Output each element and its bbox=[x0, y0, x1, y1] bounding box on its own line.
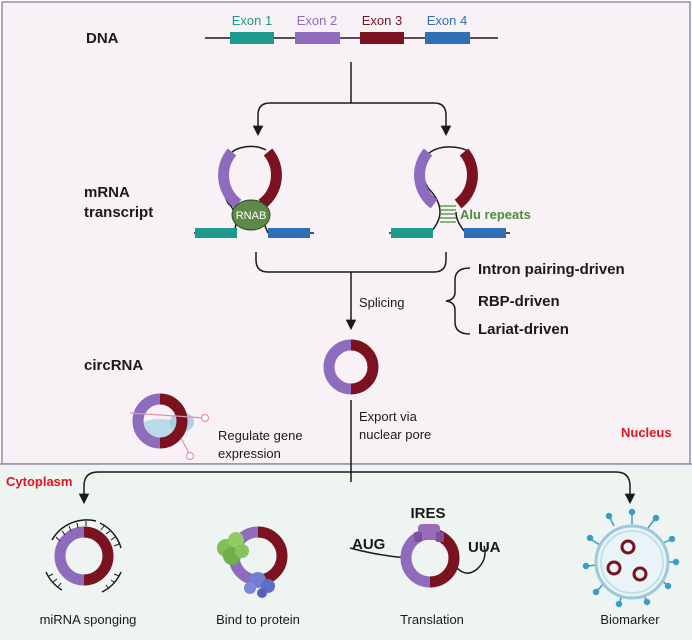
ires-label: IRES bbox=[410, 505, 445, 522]
rbp-transcript: RNAB bbox=[194, 145, 314, 238]
stop-codon-label: UUA bbox=[468, 539, 501, 556]
transcription-arrows bbox=[252, 62, 452, 137]
translation-label: Translation bbox=[400, 612, 464, 627]
dna-label: DNA bbox=[86, 30, 119, 47]
alu-transcript: Alu repeats bbox=[389, 146, 531, 238]
circrna-label: circRNA bbox=[84, 357, 143, 374]
exon-2-arc-right bbox=[414, 148, 438, 209]
exon-3-arc-right bbox=[454, 148, 478, 209]
rbp-protein bbox=[231, 199, 271, 231]
export-label-line2: nuclear pore bbox=[359, 427, 431, 442]
mrna-label-line2: transcript bbox=[84, 204, 153, 221]
exon-4-label: Exon 4 bbox=[427, 13, 467, 28]
mechanism-lariat: Lariat-driven bbox=[478, 321, 569, 338]
bind-protein-label: Bind to protein bbox=[216, 612, 300, 627]
alu-pairing-lines bbox=[440, 205, 456, 223]
mirna-sponging-illustration bbox=[45, 519, 122, 593]
splicing-label: Splicing bbox=[359, 295, 405, 310]
exon-4-block-right bbox=[464, 228, 506, 238]
distribution-arrows bbox=[78, 471, 636, 505]
translation-illustration bbox=[349, 524, 486, 588]
exon-3-label: Exon 3 bbox=[362, 13, 402, 28]
rbp-label: RNAB bbox=[236, 210, 267, 222]
biomarker-label: Biomarker bbox=[600, 612, 660, 627]
regulation-illustration bbox=[129, 393, 210, 461]
exon-2-block bbox=[295, 32, 340, 44]
exon-1-block-right bbox=[391, 228, 433, 238]
nucleus-label: Nucleus bbox=[621, 425, 672, 440]
exon-4-block-left bbox=[268, 228, 310, 238]
mechanism-rbp: RBP-driven bbox=[478, 293, 560, 310]
exon-1-block-left bbox=[195, 228, 237, 238]
exon-1-block bbox=[230, 32, 274, 44]
exon-3-block bbox=[360, 32, 404, 44]
cytoplasm-label: Cytoplasm bbox=[6, 474, 72, 489]
exon-4-block bbox=[425, 32, 470, 44]
start-codon-label: AUG bbox=[352, 536, 385, 553]
bind-protein-illustration bbox=[217, 526, 288, 598]
exon-1-label: Exon 1 bbox=[232, 13, 272, 28]
regulate-label-line1: Regulate gene bbox=[218, 428, 303, 443]
mirna-sponging-label: miRNA sponging bbox=[40, 612, 137, 627]
alu-label: Alu repeats bbox=[460, 207, 531, 222]
exon-2-label: Exon 2 bbox=[297, 13, 337, 28]
biomarker-illustration bbox=[582, 508, 680, 608]
exon-3-arc-left bbox=[258, 148, 282, 209]
mechanism-brace bbox=[445, 267, 471, 335]
regulate-label-line2: expression bbox=[218, 446, 281, 461]
cytoplasm-region bbox=[0, 464, 692, 640]
circrna-ring bbox=[323, 339, 379, 395]
splicing-bracket bbox=[255, 252, 447, 331]
export-label-line1: Export via bbox=[359, 409, 418, 424]
nucleus-region bbox=[1, 1, 691, 465]
exon-2-arc-left bbox=[218, 148, 242, 209]
mechanism-intron-pairing: Intron pairing-driven bbox=[478, 261, 625, 278]
mrna-label-line1: mRNA bbox=[84, 184, 130, 201]
